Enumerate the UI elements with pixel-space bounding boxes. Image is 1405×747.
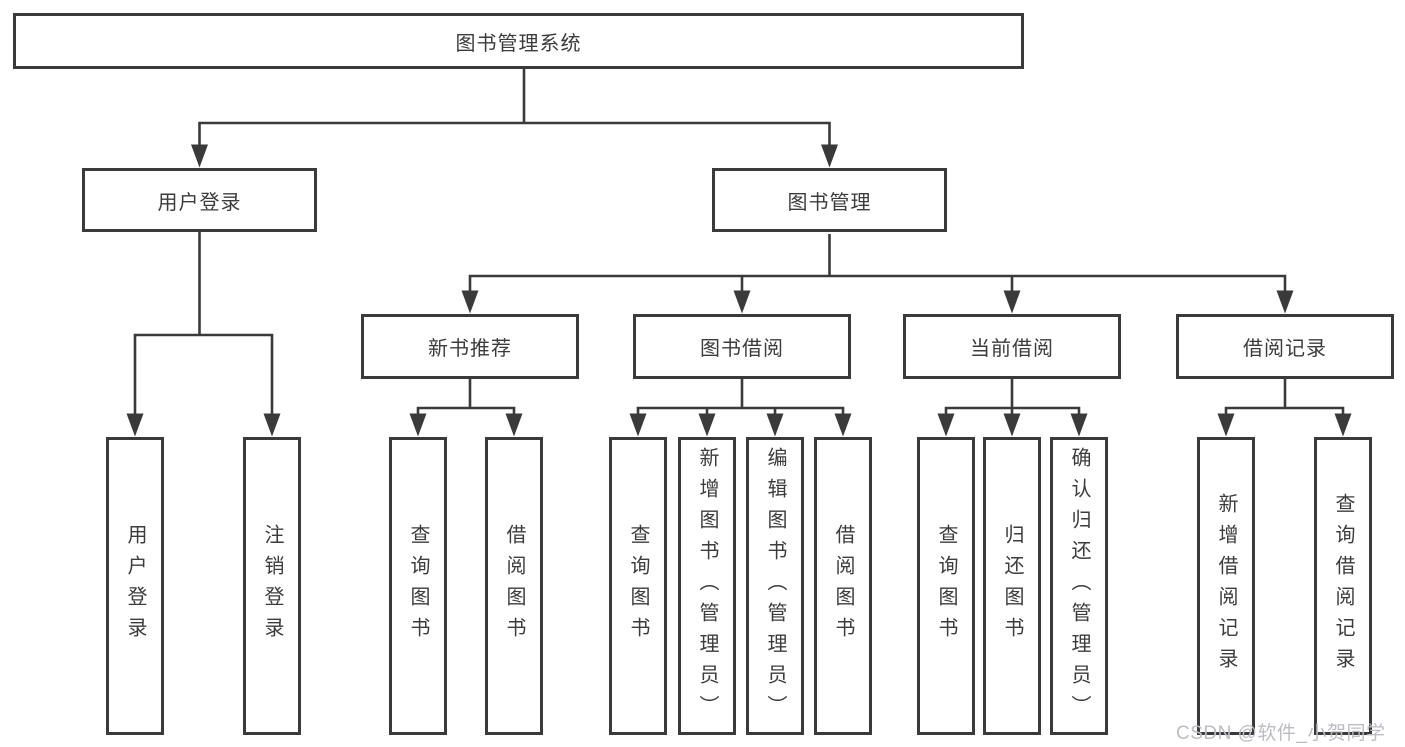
node-borrowing-records: 借阅记录 [1176, 314, 1394, 379]
watermark-text: CSDN @软件_小贺同学 [1176, 723, 1386, 744]
leaf-query-borrow-record: 查询借阅记录 [1314, 437, 1372, 735]
node-label: 图书管理系统 [455, 32, 582, 55]
node-label: 借阅记录 [1243, 338, 1327, 360]
node-new-book-recommend: 新书推荐 [361, 314, 579, 379]
leaf-add-book-admin: 新增图书（管理员） [678, 437, 736, 735]
node-label: 新增借阅记录 [1215, 493, 1237, 679]
node-label: 当前借阅 [970, 338, 1054, 360]
node-label: 借阅图书 [832, 524, 854, 648]
node-label: 注销登录 [261, 524, 283, 648]
node-label: 图书管理 [787, 191, 872, 214]
leaf-user-login: 用户登录 [106, 437, 164, 735]
node-label: 查询图书 [627, 524, 649, 648]
node-label: 归还图书 [1001, 524, 1023, 648]
leaf-return-book: 归还图书 [983, 437, 1041, 735]
node-label: 借阅图书 [503, 524, 525, 648]
node-label: 用户登录 [157, 191, 242, 214]
node-label: 图书借阅 [700, 338, 784, 360]
connector-arrowheads [126, 144, 1352, 437]
leaf-edit-book-admin: 编辑图书（管理员） [746, 437, 804, 735]
node-label: 查询图书 [935, 524, 957, 648]
node-library-system: 图书管理系统 [13, 13, 1024, 69]
node-user-login: 用户登录 [82, 168, 317, 232]
node-book-management: 图书管理 [712, 168, 947, 232]
leaf-add-borrow-record: 新增借阅记录 [1197, 437, 1255, 735]
leaf-logout-login: 注销登录 [243, 437, 301, 735]
node-label: 用户登录 [124, 524, 146, 648]
leaf-query-books-borrow: 查询图书 [609, 437, 667, 735]
leaf-query-books-current: 查询图书 [917, 437, 975, 735]
leaf-borrow-books-recommend: 借阅图书 [485, 437, 543, 735]
leaf-confirm-return-admin: 确认归还（管理员） [1050, 437, 1108, 735]
leaf-borrow-books-borrow: 借阅图书 [814, 437, 872, 735]
node-current-borrowing: 当前借阅 [903, 314, 1121, 379]
leaf-query-books-recommend: 查询图书 [389, 437, 447, 735]
node-label: 查询借阅记录 [1332, 493, 1354, 679]
node-label: 新增图书（管理员） [696, 446, 718, 726]
node-book-borrowing: 图书借阅 [633, 314, 851, 379]
node-label: 新书推荐 [428, 338, 512, 360]
node-label: 确认归还（管理员） [1068, 446, 1090, 726]
node-label: 编辑图书（管理员） [764, 446, 786, 726]
connector-edges [133, 69, 1345, 418]
node-label: 查询图书 [407, 524, 429, 648]
